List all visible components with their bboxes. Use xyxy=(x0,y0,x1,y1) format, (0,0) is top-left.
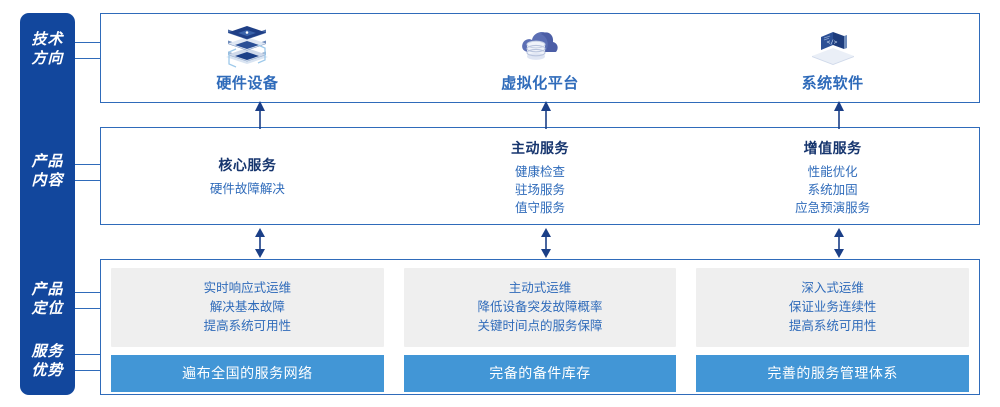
connector-line-tech-top xyxy=(75,42,100,43)
content-column-proactive-service[interactable]: 主动服务 健康检查 驻场服务 值守服务 xyxy=(394,128,687,224)
svg-text:</>: </> xyxy=(826,39,837,46)
tech-title: 虚拟化平台 xyxy=(501,74,579,92)
rail-label-line: 方向 xyxy=(31,50,64,67)
tech-title: 系统软件 xyxy=(801,74,864,92)
content-column-value-added-service[interactable]: 增值服务 性能优化 系统加固 应急预演服务 xyxy=(686,128,979,224)
content-item: 硬件故障解决 xyxy=(209,181,285,196)
arrow-updown-content-to-bottom xyxy=(834,228,844,258)
content-title: 增值服务 xyxy=(803,140,862,156)
positioning-box: 实时响应式运维 解决基本故障 提高系统可用性 xyxy=(111,268,384,347)
rail-label-line: 优势 xyxy=(31,362,64,379)
cloud-database-icon xyxy=(511,24,569,70)
bottom-column-indepth[interactable]: 深入式运维 保证业务连续性 提高系统可用性 完善的服务管理体系 xyxy=(686,260,979,394)
rail-label-product-content: 产品 内容 xyxy=(20,152,75,190)
arrow-up-content-to-tech xyxy=(541,101,551,129)
arrow-updown-content-to-bottom xyxy=(255,228,265,258)
content-title: 主动服务 xyxy=(511,140,569,156)
rail-label-service-advantage: 服务 优势 xyxy=(20,342,75,380)
tech-column-system-software[interactable]: </> 系统软件 xyxy=(686,14,979,102)
tech-title: 硬件设备 xyxy=(216,74,279,92)
connector-line-tech-bottom xyxy=(75,58,100,59)
positioning-box: 主动式运维 降低设备突发故障概率 关键时间点的服务保障 xyxy=(403,268,677,347)
content-title: 核心服务 xyxy=(218,156,277,173)
content-item: 应急预演服务 xyxy=(795,201,871,215)
content-item: 驻场服务 xyxy=(515,183,566,197)
tech-column-hardware[interactable]: 硬件设备 xyxy=(101,14,394,102)
rail-label-line: 内容 xyxy=(31,172,64,189)
positioning-line: 实时响应式运维 xyxy=(203,281,292,295)
content-item: 健康检查 xyxy=(515,165,566,179)
content-item: 系统加固 xyxy=(807,183,858,197)
content-item: 性能优化 xyxy=(807,165,858,179)
rail-label-line: 服务 xyxy=(31,343,64,360)
content-item: 值守服务 xyxy=(515,201,566,215)
category-rail xyxy=(20,13,75,395)
positioning-box: 深入式运维 保证业务连续性 提高系统可用性 xyxy=(696,268,970,347)
tech-direction-section: 硬件设备 虚拟 xyxy=(100,13,980,103)
positioning-line: 提高系统可用性 xyxy=(203,319,292,333)
positioning-advantage-section: 实时响应式运维 解决基本故障 提高系统可用性 遍布全国的服务网络 主动式运维 降… xyxy=(100,259,980,395)
arrow-updown-content-to-bottom xyxy=(541,228,551,258)
tech-column-virtualization[interactable]: 虚拟化平台 xyxy=(394,14,687,102)
positioning-line: 降低设备突发故障概率 xyxy=(477,300,603,314)
positioning-line: 提高系统可用性 xyxy=(788,319,877,333)
connector-line-content-bottom xyxy=(75,180,100,181)
rail-label-line: 产品 xyxy=(31,281,64,298)
product-content-section: 核心服务 硬件故障解决 主动服务 健康检查 驻场服务 值守服务 增值服务 性能优… xyxy=(100,127,980,225)
advantage-bar[interactable]: 完备的备件库存 xyxy=(403,355,677,392)
rail-label-tech-direction: 技术 方向 xyxy=(20,30,75,68)
connector-line-positioning-top xyxy=(75,292,100,293)
advantage-bar[interactable]: 完善的服务管理体系 xyxy=(696,355,970,392)
connector-line-positioning-bottom xyxy=(75,308,100,309)
server-stack-icon xyxy=(218,24,276,70)
laptop-code-icon: </> xyxy=(804,24,862,70)
rail-label-line: 产品 xyxy=(31,153,64,170)
rail-label-product-positioning: 产品 定位 xyxy=(20,280,75,318)
rail-label-line: 技术 xyxy=(31,31,64,48)
content-column-core-service[interactable]: 核心服务 硬件故障解决 xyxy=(101,128,394,224)
advantage-bar[interactable]: 遍布全国的服务网络 xyxy=(111,355,384,392)
bottom-column-realtime[interactable]: 实时响应式运维 解决基本故障 提高系统可用性 遍布全国的服务网络 xyxy=(101,260,394,394)
connector-line-advantage-bottom xyxy=(75,370,100,371)
positioning-line: 深入式运维 xyxy=(801,281,864,295)
bottom-column-proactive[interactable]: 主动式运维 降低设备突发故障概率 关键时间点的服务保障 完备的备件库存 xyxy=(394,260,687,394)
connector-line-content-top xyxy=(75,164,100,165)
positioning-line: 主动式运维 xyxy=(508,281,572,295)
connector-line-advantage-top xyxy=(75,354,100,355)
arrow-up-content-to-tech xyxy=(255,101,265,129)
rail-label-line: 定位 xyxy=(31,300,64,317)
arrow-up-content-to-tech xyxy=(834,101,844,129)
positioning-line: 保证业务连续性 xyxy=(788,300,877,314)
positioning-line: 关键时间点的服务保障 xyxy=(477,319,603,333)
positioning-line: 解决基本故障 xyxy=(209,300,285,314)
